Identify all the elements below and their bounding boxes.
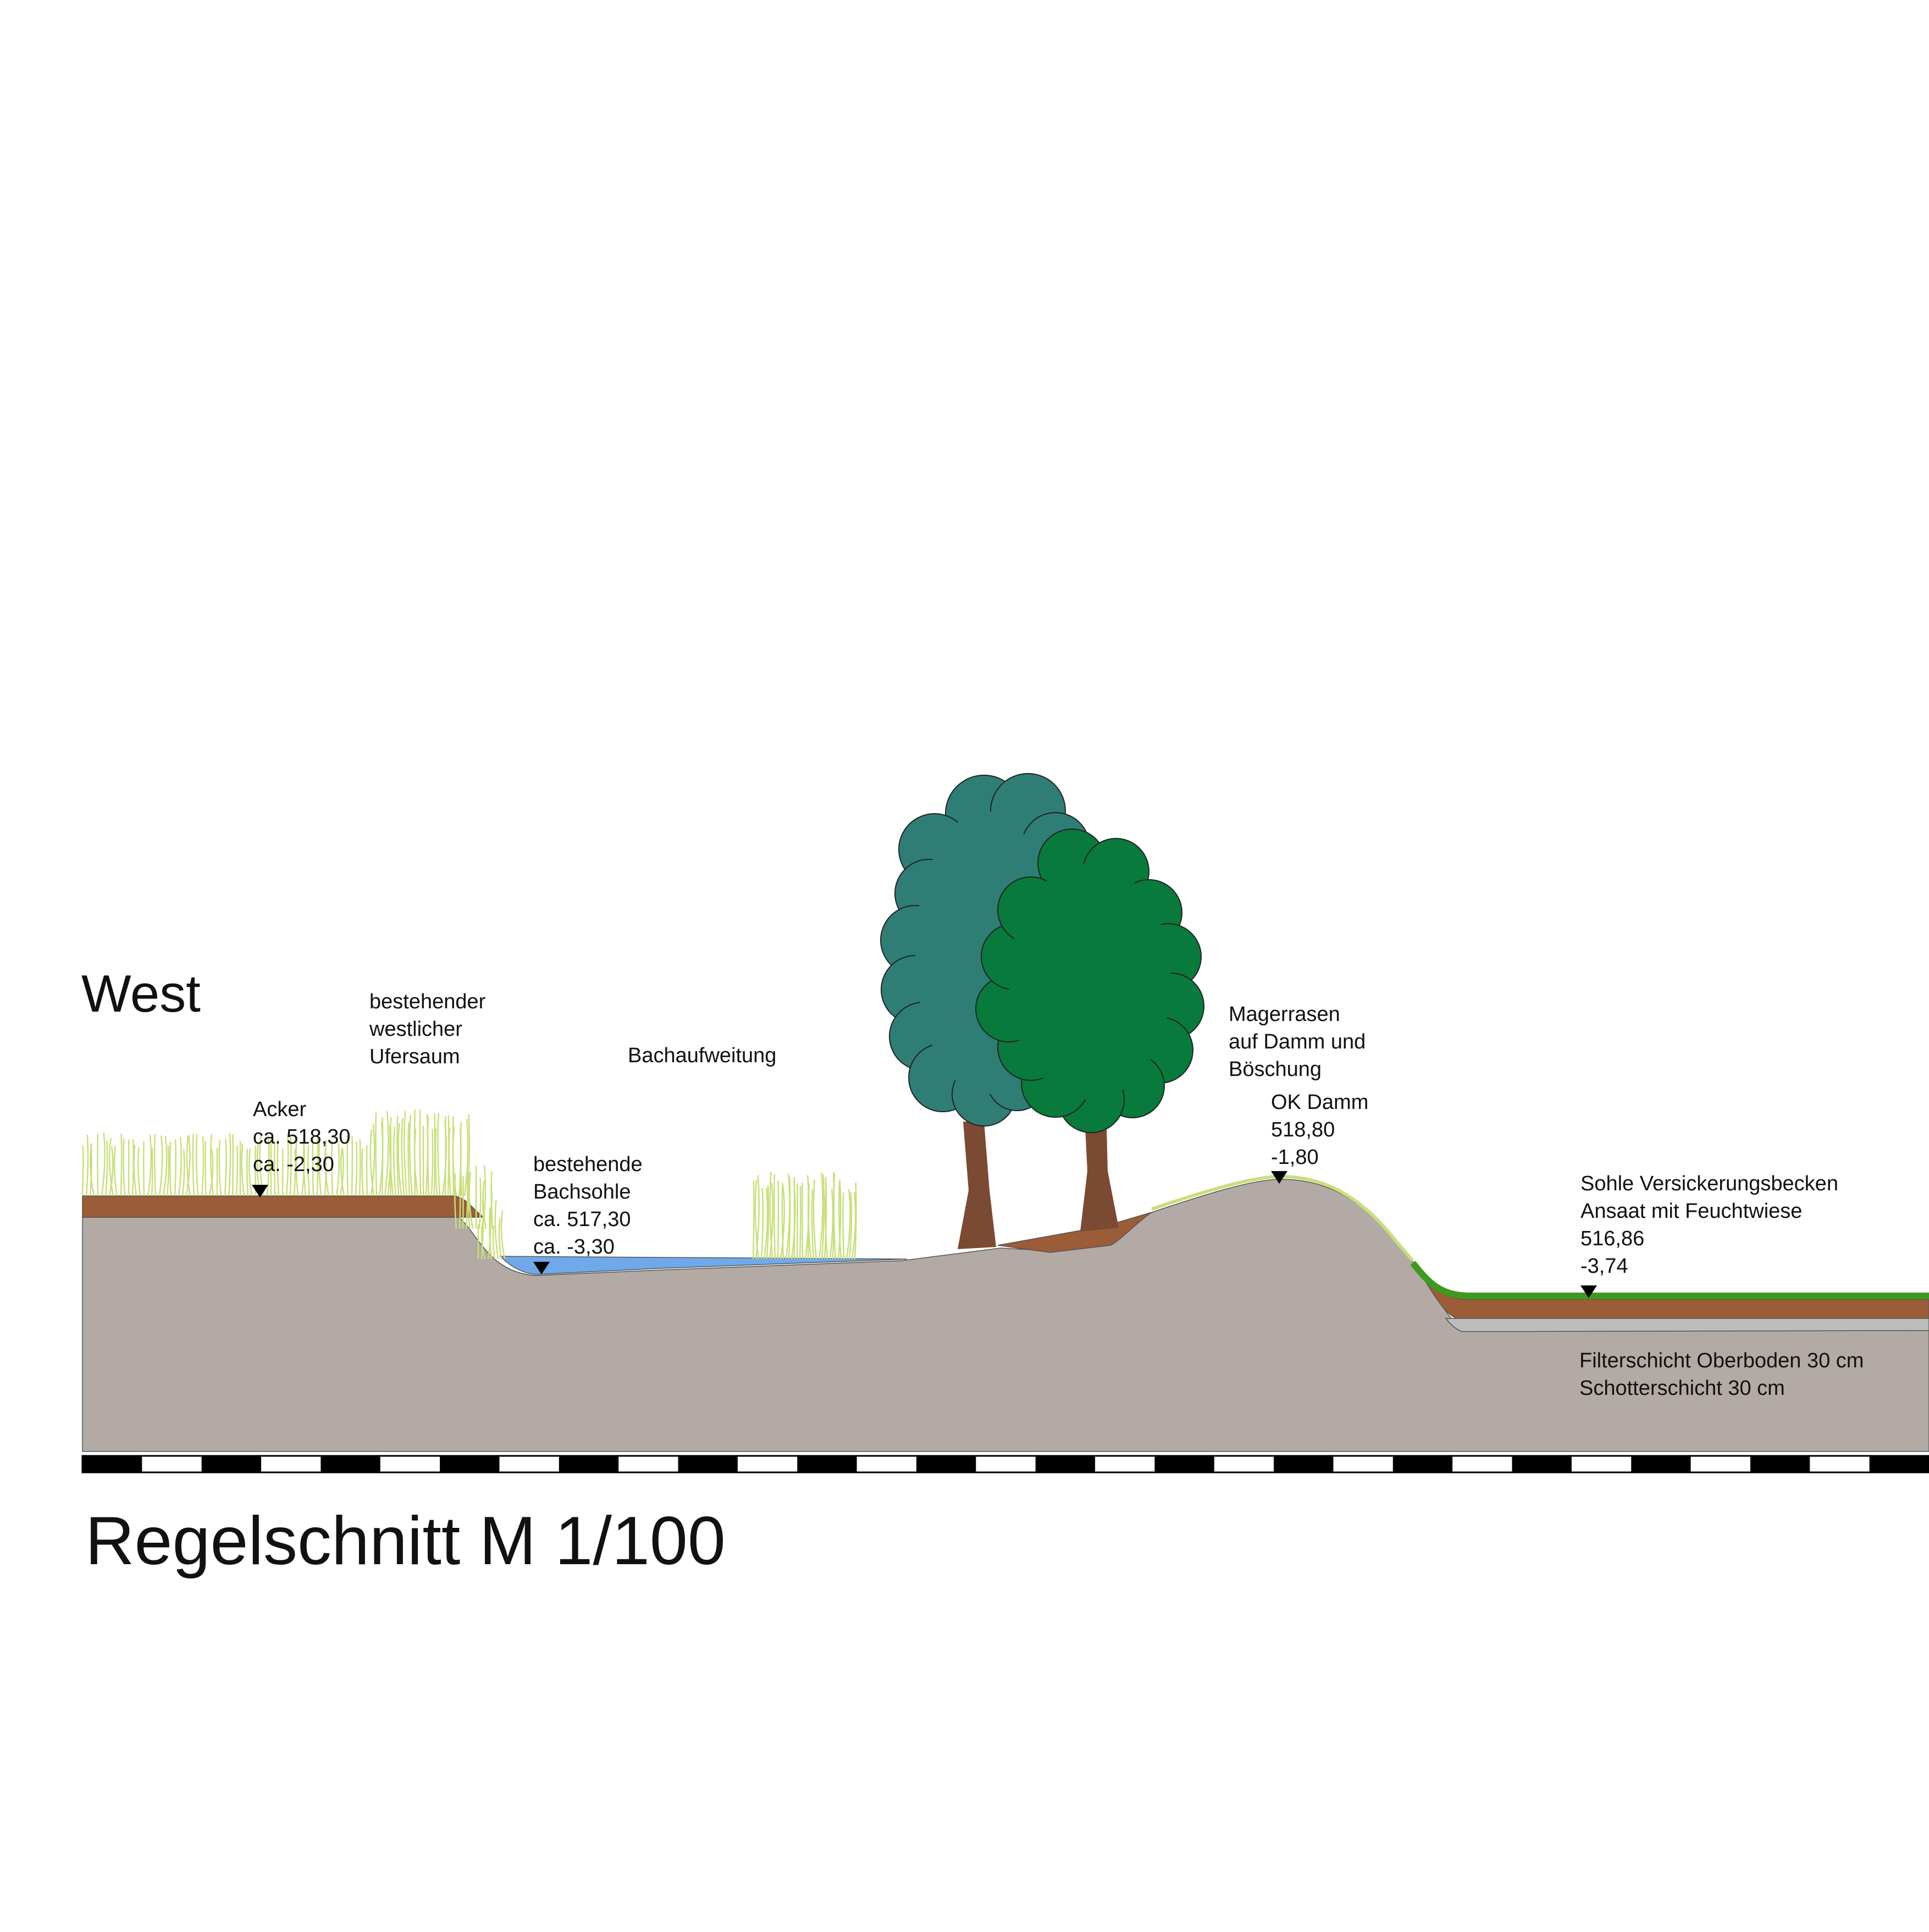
grass-blade bbox=[802, 1183, 803, 1259]
grass-blade bbox=[148, 1135, 151, 1196]
grass-blade bbox=[753, 1180, 754, 1259]
grass-blade bbox=[435, 1129, 437, 1196]
direction-label-west: West bbox=[81, 964, 201, 1023]
grass-blade bbox=[86, 1135, 88, 1196]
grass-blade bbox=[774, 1174, 775, 1259]
crown-core bbox=[1009, 863, 1171, 1100]
grass-blade bbox=[179, 1137, 181, 1196]
scale-bar-segment bbox=[1393, 1456, 1452, 1472]
grass-blade bbox=[247, 1149, 248, 1196]
grass-blade bbox=[382, 1117, 383, 1196]
tree-front bbox=[976, 829, 1204, 1232]
scale-bar-segment bbox=[1036, 1456, 1095, 1472]
scale-bar-segment bbox=[202, 1456, 261, 1472]
grass-blade bbox=[449, 1128, 451, 1196]
grass-blade bbox=[371, 1129, 374, 1196]
scale-bar bbox=[82, 1456, 1929, 1472]
drawing-title: Regelschnitt M 1/100 bbox=[85, 1503, 726, 1579]
scale-bar-segment bbox=[916, 1456, 976, 1472]
label-bachaufweitung: Bachaufweitung bbox=[628, 1044, 776, 1067]
grass-blade bbox=[202, 1136, 203, 1196]
grass-blade bbox=[438, 1113, 440, 1196]
scale-bar-segment bbox=[797, 1456, 856, 1472]
grass-blade bbox=[761, 1188, 763, 1259]
grass-blade bbox=[154, 1134, 156, 1196]
grass-blade bbox=[196, 1135, 198, 1196]
grass-blade bbox=[102, 1133, 105, 1196]
grass-blade bbox=[830, 1189, 833, 1259]
grass-blade bbox=[193, 1134, 194, 1196]
scale-bar-segment bbox=[559, 1456, 618, 1472]
gravel-layer bbox=[1446, 1318, 1929, 1332]
grass-blade bbox=[170, 1142, 171, 1196]
grass-blade bbox=[138, 1147, 140, 1196]
grass-blade bbox=[493, 1226, 495, 1259]
label-ok-damm: OK Damm 518,80 -1,80 bbox=[1271, 1091, 1374, 1169]
grass-blade bbox=[167, 1145, 169, 1196]
scale-bar-segment bbox=[320, 1456, 380, 1472]
scale-bar-segment bbox=[678, 1456, 738, 1472]
grass-blade bbox=[469, 1172, 473, 1229]
grass-blade bbox=[229, 1133, 230, 1196]
grass-blade bbox=[376, 1113, 377, 1196]
grass-blade bbox=[814, 1180, 816, 1259]
scale-bar-segment bbox=[1870, 1456, 1929, 1472]
grass-blade bbox=[163, 1136, 167, 1196]
label-magerrasen: Magerrasen auf Damm und Böschung bbox=[1229, 1003, 1372, 1081]
grass-blade bbox=[479, 1178, 480, 1229]
grass-blade bbox=[394, 1127, 396, 1196]
grass-blade bbox=[114, 1146, 117, 1196]
grass-blade bbox=[445, 1116, 446, 1196]
scale-bar-segment bbox=[1750, 1456, 1810, 1472]
grass-blade bbox=[432, 1129, 433, 1196]
grass-blade bbox=[236, 1146, 237, 1196]
grass-blade bbox=[249, 1149, 252, 1196]
label-ufersaum: bestehender westlicher Ufersaum bbox=[369, 990, 491, 1068]
grass-blade bbox=[124, 1139, 125, 1196]
grass-blade bbox=[82, 1146, 83, 1196]
scale-bar-segment bbox=[1631, 1456, 1690, 1472]
grass-blade bbox=[175, 1139, 176, 1196]
label-sohle-versickerungsbecken: Sohle Versickerungsbecken Ansaat mit Feu… bbox=[1580, 1172, 1844, 1278]
grass-blade bbox=[106, 1140, 107, 1196]
scale-bar-segment bbox=[1154, 1456, 1214, 1472]
grass-blade bbox=[362, 1148, 363, 1196]
grass-blade bbox=[356, 1141, 357, 1196]
grass-blade bbox=[219, 1140, 221, 1196]
grass-blade bbox=[97, 1134, 98, 1196]
grass-blade bbox=[385, 1111, 389, 1196]
grass-blade bbox=[143, 1141, 144, 1196]
scale-bar-segment bbox=[1274, 1456, 1333, 1472]
label-bachsohle: bestehende Bachsohle ca. 517,30 ca. -3,3… bbox=[533, 1153, 648, 1258]
grass-blade bbox=[420, 1109, 421, 1196]
grass-blade bbox=[495, 1200, 498, 1259]
grass-blade bbox=[843, 1193, 844, 1259]
grass-blade bbox=[225, 1139, 226, 1196]
grass-blade bbox=[183, 1149, 184, 1196]
tree-trunk-back bbox=[958, 1122, 996, 1249]
grass-blade bbox=[404, 1111, 407, 1196]
grass-blade bbox=[834, 1173, 836, 1259]
scale-bar-segment bbox=[1512, 1456, 1572, 1472]
topsoil-basin bbox=[1413, 1262, 1929, 1318]
grass-blade bbox=[336, 1141, 339, 1196]
grass-blade bbox=[134, 1145, 136, 1196]
grass-blade bbox=[428, 1117, 429, 1196]
grass-blade bbox=[797, 1183, 798, 1259]
grass-blade bbox=[410, 1115, 412, 1196]
scale-bar-segment bbox=[82, 1456, 142, 1472]
grass-blade bbox=[501, 1211, 505, 1259]
wet-meadow-line bbox=[1413, 1263, 1929, 1296]
topsoil-acker bbox=[82, 1196, 484, 1217]
grass-blade bbox=[242, 1144, 244, 1196]
grass-blade bbox=[159, 1136, 162, 1196]
scale-bar-segment bbox=[440, 1456, 499, 1472]
